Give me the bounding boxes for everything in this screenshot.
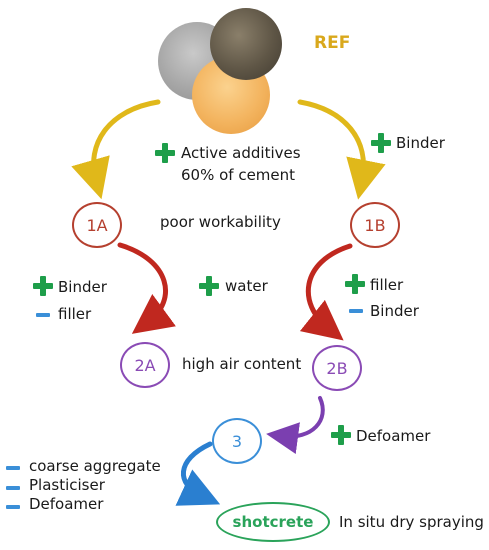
binder-label-right-minus: Binder bbox=[370, 302, 419, 320]
plus-icon bbox=[371, 133, 391, 153]
defoamer-label-right: Defoamer bbox=[356, 427, 431, 445]
plus-icon bbox=[199, 276, 219, 296]
filler-label-right: filler bbox=[370, 276, 404, 294]
poor-workability-label: poor workability bbox=[160, 213, 281, 231]
plus-icon bbox=[155, 143, 175, 163]
node-1b: 1B bbox=[350, 202, 400, 248]
in-situ-dry-spraying-label: In situ dry spraying bbox=[339, 513, 484, 531]
node-3: 3 bbox=[212, 418, 262, 464]
minus-icon bbox=[6, 466, 20, 470]
plus-icon bbox=[345, 274, 365, 294]
plus-icon bbox=[33, 276, 53, 296]
water-label: water bbox=[225, 277, 268, 295]
filler-label-left: filler bbox=[58, 305, 92, 323]
arrow-ref-to-1a bbox=[71, 99, 161, 200]
arrow-1a-to-2a bbox=[117, 242, 176, 334]
minus-icon bbox=[6, 486, 20, 490]
node-2a: 2A bbox=[120, 342, 170, 388]
minus-icon bbox=[349, 309, 363, 313]
dark-aggregate-sphere bbox=[210, 8, 282, 80]
high-air-content-label: high air content bbox=[182, 355, 302, 373]
binder-label-top-right: Binder bbox=[396, 134, 445, 152]
plasticiser-label: Plasticiser bbox=[29, 476, 105, 494]
shotcrete-node: shotcrete bbox=[216, 502, 330, 542]
arrow-3-to-shotcrete bbox=[175, 441, 221, 506]
cement-share-label: 60% of cement bbox=[181, 166, 296, 184]
node-2b: 2B bbox=[312, 345, 362, 391]
plus-icon bbox=[331, 425, 351, 445]
minus-icon bbox=[36, 313, 50, 317]
binder-label-left: Binder bbox=[58, 278, 107, 296]
arrow-2b-to-3 bbox=[266, 396, 325, 454]
arrow-1b-to-2b bbox=[299, 243, 353, 341]
ref-label: REF bbox=[314, 33, 351, 53]
coarse-aggregate-label: coarse aggregate bbox=[29, 457, 161, 475]
active-additives-label: Active additives bbox=[181, 144, 301, 162]
node-1a: 1A bbox=[72, 202, 122, 248]
minus-icon bbox=[6, 505, 20, 509]
defoamer-label-left: Defoamer bbox=[29, 495, 104, 513]
arrow-ref-to-1b bbox=[297, 99, 386, 200]
